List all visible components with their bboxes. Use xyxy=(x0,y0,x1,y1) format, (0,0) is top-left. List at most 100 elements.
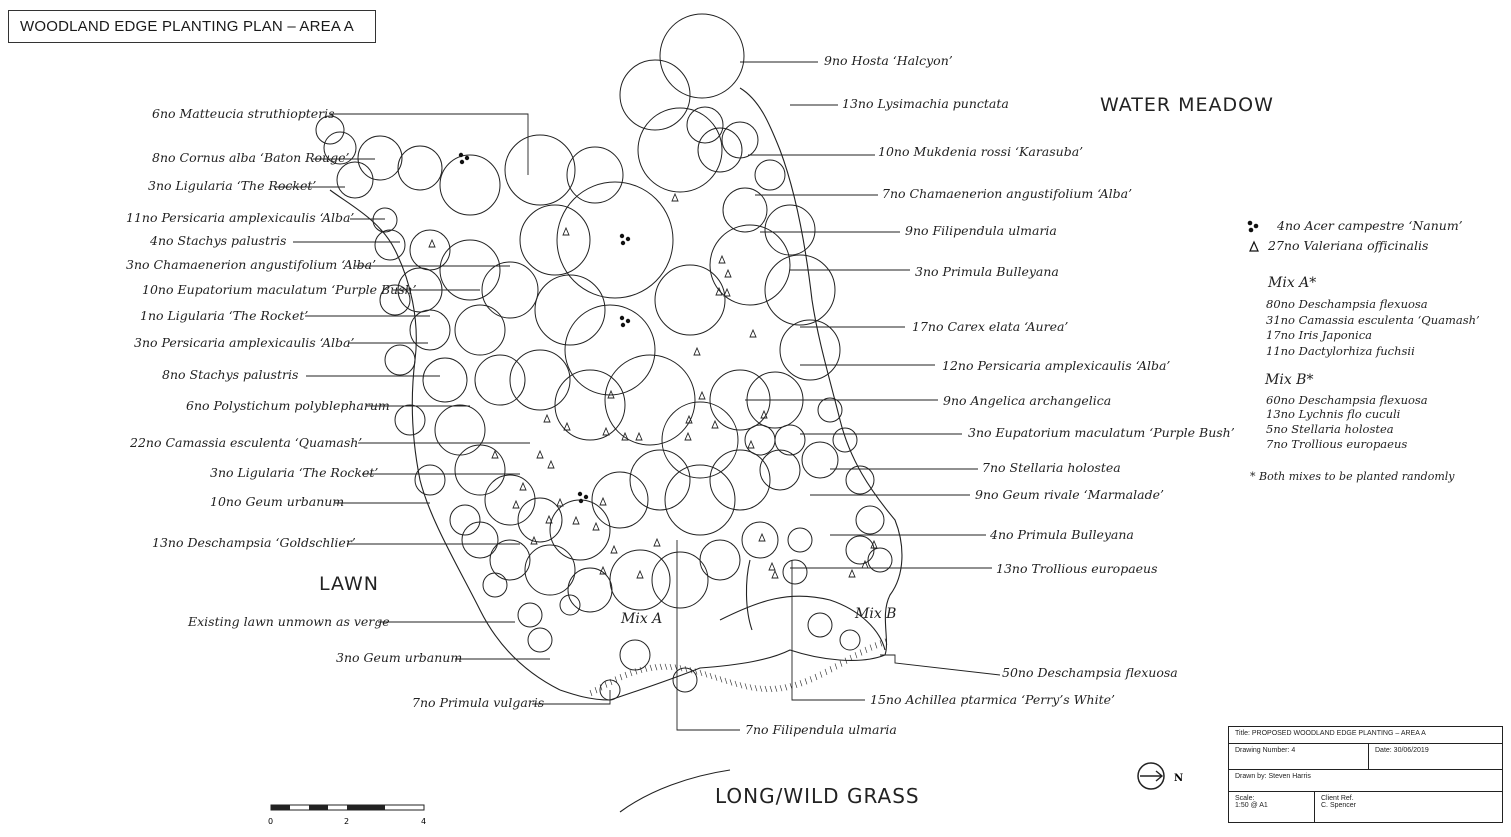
plant-circle xyxy=(534,274,606,346)
scale-tick: 2 xyxy=(344,817,349,826)
mix-a-title: Mix A* xyxy=(1267,275,1316,291)
verge-hatching xyxy=(844,657,848,664)
plant-label: 3no Eupatorium maculatum ‘Purple Bush’ xyxy=(968,425,1235,440)
valeriana-triangle xyxy=(760,409,768,419)
plant-label: 10no Eupatorium maculatum ‘Purple Bush’ xyxy=(142,282,417,297)
plant-label: 3no Ligularia ‘The Rocket’ xyxy=(148,178,316,193)
plant-label: 3no Persicaria amplexicaulis ‘Alba’ xyxy=(134,335,354,350)
plant-circle xyxy=(845,535,875,565)
valeriana-triangle xyxy=(749,328,757,338)
acer-dot xyxy=(459,159,465,165)
right-labels: 9no Hosta ‘Halcyon’ 13no Lysimachia punc… xyxy=(824,53,1235,707)
verge-hatching xyxy=(644,665,648,672)
verge-hatching xyxy=(759,685,763,692)
plant-label: 1no Ligularia ‘The Rocket’ xyxy=(140,308,308,323)
plant-label: 7no Primula vulgaris xyxy=(412,695,544,710)
plant-circle xyxy=(379,284,411,316)
plant-circle xyxy=(556,181,674,299)
plant-circle xyxy=(764,204,816,256)
plant-label: 6no Matteucia struthiopteris xyxy=(152,106,335,121)
bed-boundary xyxy=(719,595,886,651)
plant-circle xyxy=(764,254,836,326)
verge-hatching xyxy=(654,664,658,671)
verge-hatching xyxy=(599,684,603,691)
plant-circle xyxy=(434,404,486,456)
plant-circle xyxy=(439,239,501,301)
bed-boundary xyxy=(559,87,903,701)
verge-hatching xyxy=(874,642,878,649)
plant-label: 17no Carex elata ‘Aurea’ xyxy=(912,319,1068,334)
valeriana-triangle xyxy=(621,431,629,441)
plant-circle xyxy=(554,369,626,441)
acer-dot xyxy=(583,494,589,500)
verge-hatching xyxy=(619,674,623,681)
acer-dot xyxy=(458,152,464,158)
plant-circle xyxy=(461,521,499,559)
leader-lines xyxy=(275,61,1001,731)
plant-circle xyxy=(591,471,649,529)
plant-circle xyxy=(779,319,841,381)
valeriana-triangle xyxy=(599,496,607,506)
plant-label: 8no Stachys palustris xyxy=(162,367,298,382)
plant-circle xyxy=(721,121,759,159)
plant-circle xyxy=(759,449,801,491)
acer-dot xyxy=(625,236,631,242)
scale-bar: 0 2 4 xyxy=(268,804,426,826)
plant-circle xyxy=(709,224,791,306)
verge-hatching xyxy=(859,649,863,656)
plant-circle xyxy=(409,309,451,351)
verge-hatching xyxy=(649,664,653,671)
verge-hatching xyxy=(884,638,888,645)
valeriana-triangle xyxy=(635,431,643,441)
leader-line xyxy=(791,560,865,701)
valeriana-triangle xyxy=(519,481,527,491)
verge-hatching xyxy=(729,679,733,686)
plant-circle xyxy=(774,424,806,456)
left-labels: 6no Matteucia struthiopteris 8no Cornus … xyxy=(126,106,544,710)
plant-circle xyxy=(567,567,613,613)
verge-hatching xyxy=(629,669,633,677)
mix-a-area-label: Mix A xyxy=(620,611,662,627)
plant-circle xyxy=(629,449,691,511)
valeriana-triangle xyxy=(599,565,607,575)
verge-hatching xyxy=(669,663,673,671)
plant-circle xyxy=(787,527,813,553)
plant-circle xyxy=(481,261,539,319)
plant-circle xyxy=(517,602,543,628)
north-label: N xyxy=(1174,773,1183,784)
verge-hatching xyxy=(744,683,748,690)
plant-label: 10no Geum urbanum xyxy=(210,494,344,509)
verge-hatching xyxy=(834,663,838,670)
valeriana-triangle xyxy=(747,439,755,449)
plant-circle xyxy=(661,401,739,479)
plant-circle xyxy=(454,304,506,356)
verge-hatching xyxy=(709,672,713,680)
plant-circle xyxy=(845,465,875,495)
acer-dot xyxy=(464,155,470,161)
valeriana-triangle xyxy=(610,544,618,554)
plant-label: 4no Stachys palustris xyxy=(149,233,286,248)
plant-circle xyxy=(807,612,833,638)
verge-hatching xyxy=(879,640,883,647)
plant-circle xyxy=(709,449,771,511)
verge-hatching xyxy=(634,668,638,675)
verge-hatching xyxy=(659,663,663,670)
verge-hatching xyxy=(804,678,808,685)
acer-dot xyxy=(577,491,583,497)
plant-circle xyxy=(394,404,426,436)
verge-hatching xyxy=(774,685,778,692)
plant-label: 3no Geum urbanum xyxy=(336,650,462,665)
plant-label: 7no Filipendula ulmaria xyxy=(745,722,897,737)
acer-dot xyxy=(620,322,626,328)
plant-label: 11no Persicaria amplexicaulis ‘Alba’ xyxy=(126,210,354,225)
triangle-icon xyxy=(1249,240,1259,252)
drawing-date: Date: 30/06/2019 xyxy=(1375,747,1429,754)
title-block-title: Title: PROPOSED WOODLAND EDGE PLANTING –… xyxy=(1235,730,1426,737)
plant-label: 50no Deschampsia flexuosa xyxy=(1002,665,1178,680)
verge-hatching xyxy=(694,668,698,675)
valeriana-triangle xyxy=(768,561,776,571)
north-arrow: N xyxy=(1137,762,1183,790)
drawing-number: Drawing Number: 4 xyxy=(1235,747,1296,754)
acer-dot xyxy=(619,315,625,321)
plant-label: 3no Primula Bulleyana xyxy=(915,264,1059,279)
